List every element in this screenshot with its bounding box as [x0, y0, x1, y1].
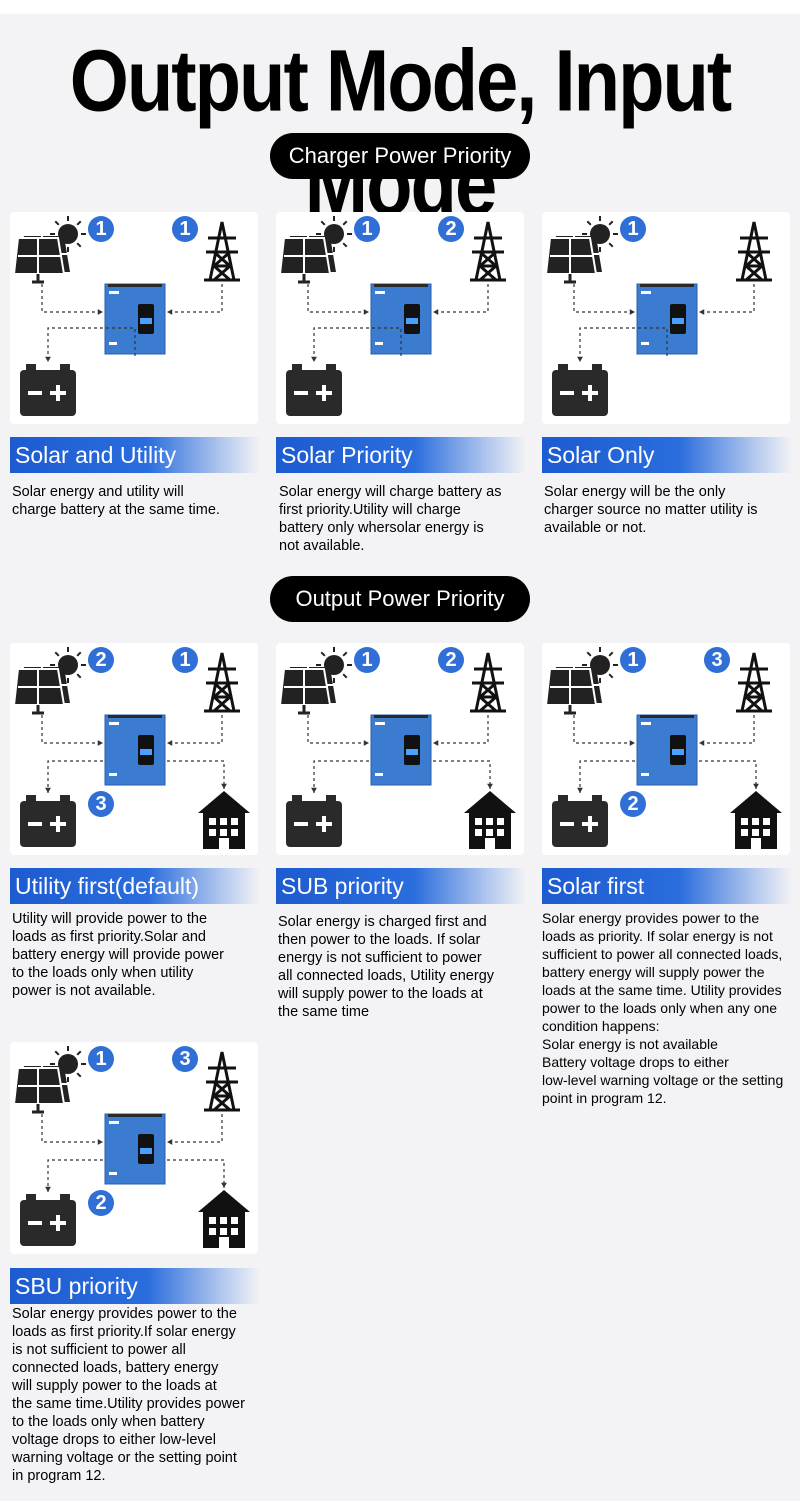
- utility-priority-badge: 1: [172, 216, 198, 242]
- mode-header: Utility first(default): [10, 868, 260, 904]
- solar-priority-badge: 2: [88, 647, 114, 673]
- solar-priority-badge: 1: [88, 216, 114, 242]
- inverter-icon: [104, 714, 166, 786]
- battery-icon: [552, 364, 608, 416]
- card-output-3: 1 3 2: [10, 1042, 258, 1254]
- solar-priority-badge: 1: [354, 216, 380, 242]
- diagram: [544, 216, 772, 416]
- house-icon: [730, 791, 782, 849]
- diagram: [278, 647, 516, 849]
- house-icon: [464, 791, 516, 849]
- utility-priority-badge: 3: [704, 647, 730, 673]
- utility-priority-badge: 2: [438, 647, 464, 673]
- solar-panel-icon: [278, 647, 352, 715]
- mode-description: Solar energy is charged first and then p…: [278, 914, 495, 1020]
- mode-header: Solar and Utility: [10, 437, 260, 473]
- diagram: [278, 216, 506, 416]
- diagram: [12, 1046, 250, 1248]
- inverter-icon: [104, 283, 166, 355]
- house-icon: [198, 1190, 250, 1248]
- mode-description: Solar energy and utility will charge bat…: [12, 484, 220, 518]
- card-output-2: 1 3 2: [542, 643, 790, 855]
- mode-description: Solar energy will be the only charger so…: [544, 484, 758, 536]
- battery-priority-badge: 3: [88, 791, 114, 817]
- mode-header: SBU priority: [10, 1268, 260, 1304]
- top-band: [0, 0, 800, 14]
- mode-description: Solar energy provides power to the loads…: [542, 910, 784, 1106]
- battery-icon: [20, 795, 76, 847]
- battery-icon: [552, 795, 608, 847]
- solar-panel-icon: [278, 216, 352, 284]
- diagram: [544, 647, 782, 849]
- power-tower-icon: [204, 1051, 240, 1112]
- battery-icon: [20, 1194, 76, 1246]
- mode-description: Solar energy provides power to the loads…: [12, 1306, 245, 1484]
- mode-header: Solar Priority: [276, 437, 526, 473]
- mode-header: SUB priority: [276, 868, 526, 904]
- power-tower-icon: [204, 652, 240, 713]
- charger-section-label: Charger Power Priority: [270, 133, 530, 179]
- solar-panel-icon: [12, 216, 86, 284]
- card-output-0: 2 1 3: [10, 643, 258, 855]
- inverter-icon: [104, 1113, 166, 1185]
- solar-panel-icon: [544, 647, 618, 715]
- inverter-icon: [636, 714, 698, 786]
- solar-priority-badge: 1: [354, 647, 380, 673]
- battery-icon: [286, 795, 342, 847]
- battery-icon: [20, 364, 76, 416]
- output-section-label: Output Power Priority: [270, 576, 530, 622]
- solar-panel-icon: [12, 647, 86, 715]
- solar-panel-icon: [12, 1046, 86, 1114]
- utility-priority-badge: 1: [172, 647, 198, 673]
- diagram: [12, 216, 240, 416]
- mode-description: Utility will provide power to the loads …: [12, 911, 224, 999]
- power-tower-icon: [470, 652, 506, 713]
- diagram: [12, 647, 250, 849]
- power-tower-icon: [736, 221, 772, 282]
- house-icon: [198, 791, 250, 849]
- solar-priority-badge: 1: [88, 1046, 114, 1072]
- battery-priority-badge: 2: [88, 1190, 114, 1216]
- mode-header: Solar first: [542, 868, 792, 904]
- card-charger-2: 1: [542, 212, 790, 424]
- power-tower-icon: [204, 221, 240, 282]
- mode-header: Solar Only: [542, 437, 792, 473]
- power-tower-icon: [470, 221, 506, 282]
- utility-priority-badge: 3: [172, 1046, 198, 1072]
- power-tower-icon: [736, 652, 772, 713]
- battery-priority-badge: 2: [620, 791, 646, 817]
- battery-icon: [286, 364, 342, 416]
- solar-priority-badge: 1: [620, 216, 646, 242]
- inverter-icon: [370, 714, 432, 786]
- solar-priority-badge: 1: [620, 647, 646, 673]
- mode-description: Solar energy will charge battery as firs…: [279, 484, 502, 554]
- utility-priority-badge: 2: [438, 216, 464, 242]
- solar-panel-icon: [544, 216, 618, 284]
